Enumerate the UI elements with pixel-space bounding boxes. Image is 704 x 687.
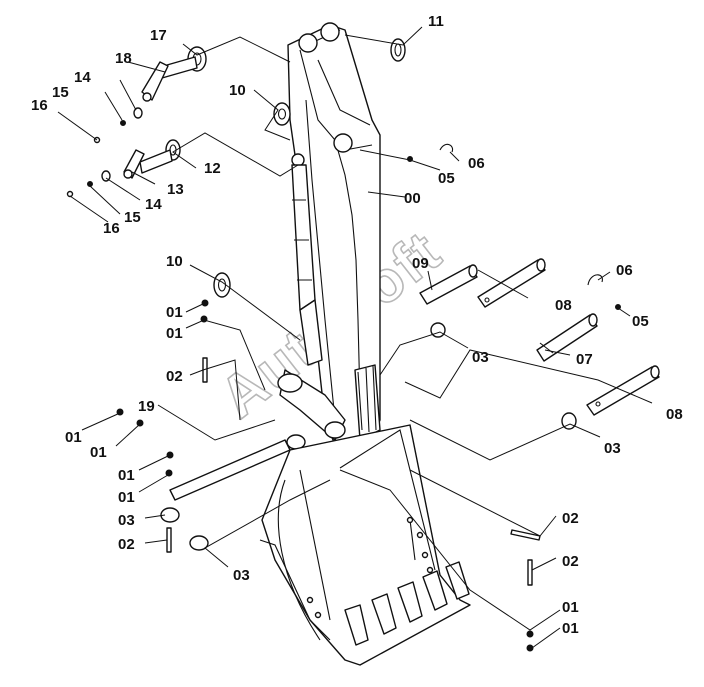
callout-10a: 10 [229,82,246,99]
callout-00: 00 [404,190,421,207]
callout-15a: 15 [52,84,69,101]
ring-03c [160,507,180,523]
callout-14b: 14 [145,196,162,213]
callout-05b: 05 [632,313,649,330]
washer-11 [390,38,406,62]
callout-02b: 02 [118,536,135,553]
callout-16b: 16 [103,220,120,237]
callout-03b: 03 [604,440,621,457]
leader-lines [57,26,653,649]
callout-15b: 15 [124,209,141,226]
callout-17: 17 [150,27,167,44]
callout-01c: 01 [65,429,82,446]
callout-11: 11 [428,13,444,30]
callout-01b: 01 [166,325,183,342]
callout-03d: 03 [233,567,250,584]
callout-02a: 02 [166,368,183,385]
callout-03a: 03 [472,349,489,366]
callout-01e: 01 [118,467,135,484]
callout-07: 07 [576,351,593,368]
washer-10b [213,272,231,298]
pin-08a [477,259,546,308]
pin-02c [510,529,541,541]
callout-06b: 06 [616,262,633,279]
washer-10a [273,102,291,126]
callout-labels: 17 11 18 14 15 16 10 12 13 14 15 16 06 0… [31,13,683,637]
callout-08a: 08 [555,297,572,314]
callout-18: 18 [115,50,132,67]
callout-09: 09 [412,255,429,272]
callout-19: 19 [138,398,155,415]
callout-08b: 08 [666,406,683,423]
callout-16a: 16 [31,97,48,114]
arm-stick [277,22,395,471]
callout-01a: 01 [166,304,183,321]
pin-02b [166,527,172,553]
pin-long [169,439,291,501]
callout-01f: 01 [118,489,135,506]
callout-06a: 06 [468,155,485,172]
callout-14a: 14 [74,69,91,86]
pin-02d [527,559,533,586]
bucket [259,424,471,666]
pin-18 [141,56,198,102]
callout-10b: 10 [166,253,183,270]
callout-05a: 05 [438,170,455,187]
callout-12: 12 [204,160,221,177]
pin-13 [123,149,173,179]
callout-02c: 02 [562,510,579,527]
pin-02a [202,357,208,383]
ring-03d [189,535,209,551]
pin-07 [536,314,598,362]
callout-01h: 01 [562,620,579,637]
ring-03a [430,322,446,338]
callout-02d: 02 [562,553,579,570]
callout-13: 13 [167,181,184,198]
callout-03c: 03 [118,512,135,529]
callout-01d: 01 [90,444,107,461]
pin-09 [419,265,478,305]
callout-01g: 01 [562,599,579,616]
